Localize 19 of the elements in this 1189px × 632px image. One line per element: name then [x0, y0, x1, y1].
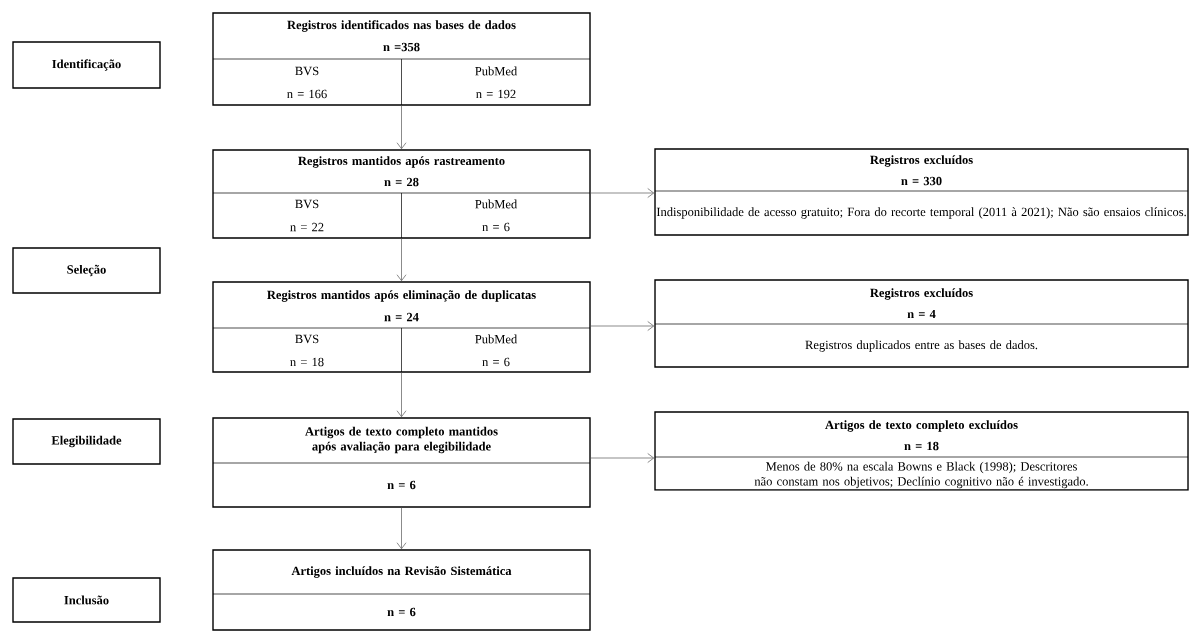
stage-box: Identificação [12, 41, 161, 89]
arrow [590, 321, 655, 331]
arrow [590, 188, 655, 198]
exclusion-box: Artigos de texto completo excluídos n = 18 Menos de 80% na escala Bowns e Black (1998); Descritores não constam nos objetivos; Declínio cognitivo não é investigado. [654, 411, 1189, 491]
arrow [590, 453, 655, 463]
stage-box: Inclusão [12, 577, 161, 623]
process-box: Artigos incluídos na Revisão Sistemática n = 6 [212, 549, 591, 631]
process-box: Registros mantidos após rastreamento n = 28 BVS n = 22 PubMed n = 6 [212, 149, 591, 239]
arrow [396, 238, 407, 282]
process-box: Registros identificados nas bases de dados n =358 BVS n = 166 PubMed n = 192 [212, 12, 591, 106]
arrow [396, 507, 407, 550]
exclusion-box: Registros excluídos n = 330 Indisponibilidade de acesso gratuito; Fora do recorte temporal (2011 à 2021); Não são ensaios clínicos. [654, 148, 1189, 236]
arrow [396, 105, 407, 150]
process-box: Artigos de texto completo mantidos após avaliação para elegibilidade n = 6 [212, 417, 591, 508]
stage-box: Seleção [12, 247, 161, 294]
arrow [396, 372, 407, 418]
stage-box: Elegibilidade [12, 418, 161, 465]
exclusion-box: Registros excluídos n = 4 Registros duplicados entre as bases de dados. [654, 279, 1189, 368]
process-box: Registros mantidos após eliminação de duplicatas n = 24 BVS n = 18 PubMed n = 6 [212, 281, 591, 373]
